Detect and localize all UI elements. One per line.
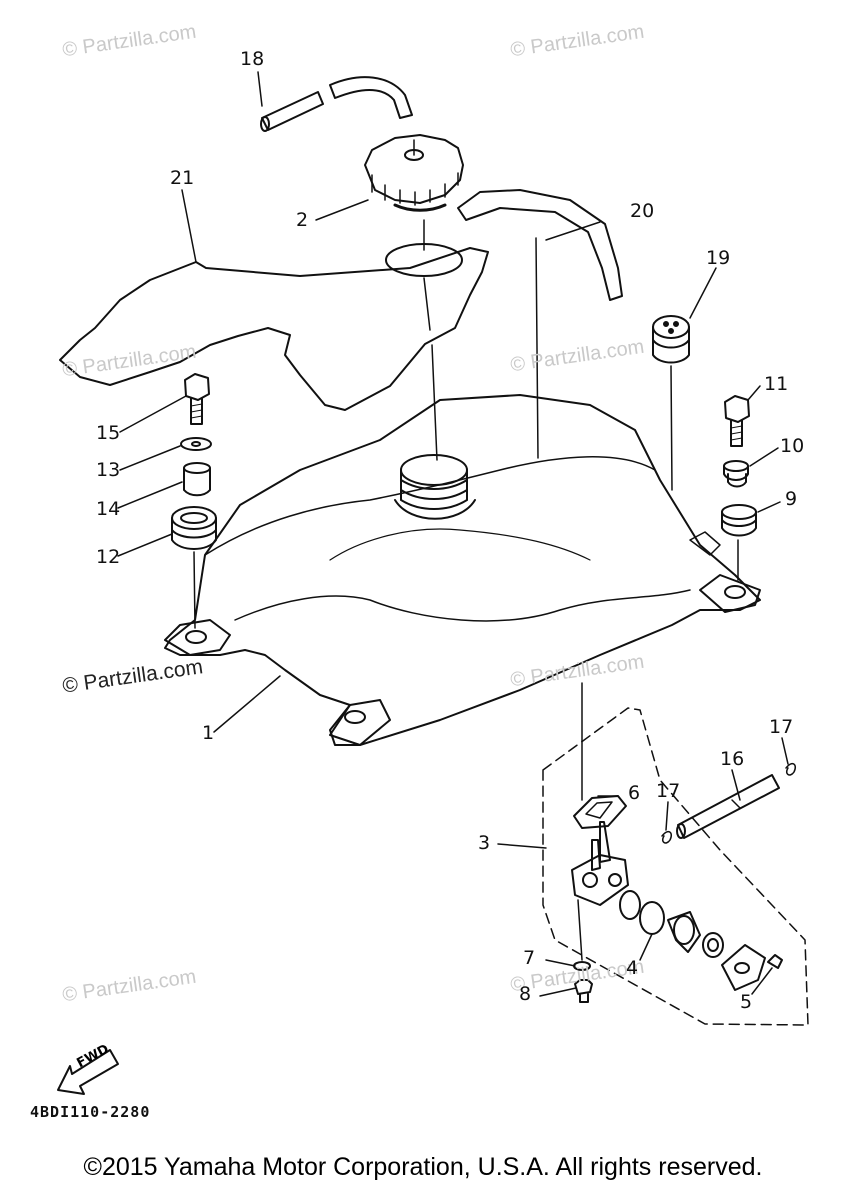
- leader-damper-19: [670, 365, 673, 491]
- fuel-tank-mount-right: [699, 574, 761, 613]
- fuel-cock-lever: [667, 911, 701, 953]
- breather-hose-part-18: [261, 91, 324, 131]
- fuel-cock-plate: [721, 944, 766, 991]
- callout-12: 12: [96, 546, 121, 568]
- copyright-notice: ©2015 Yamaha Motor Corporation, U.S.A. A…: [83, 1153, 763, 1181]
- callout-19: 19: [706, 247, 731, 269]
- fuel-tank-contour-front: [329, 528, 591, 561]
- callout-4: 4: [626, 957, 639, 979]
- callout-6: 6: [628, 782, 641, 804]
- breather-hose-bend: [329, 76, 413, 119]
- seal-part-21: [59, 247, 489, 411]
- damper-part-12: [171, 517, 217, 550]
- gasket-part-6: [573, 795, 627, 829]
- fuel-cock-pipe: [591, 821, 611, 871]
- damper-part-19-body: [652, 326, 690, 364]
- filler-neck-base: [394, 499, 476, 520]
- drain-screw-part-8: [574, 979, 593, 1003]
- callout-7: 7: [523, 947, 536, 969]
- o-ring-part-4: [639, 901, 665, 935]
- callout-17-a: 17: [656, 780, 681, 802]
- fuel-tank-mount-front: [329, 699, 391, 746]
- fuel-tank-mount-left-hole: [185, 630, 207, 644]
- damper-part-19-top: [652, 315, 690, 339]
- callout-21: 21: [170, 167, 195, 189]
- heat-shield-part-20: [457, 189, 623, 301]
- fuel-cock-dashed-outline: [542, 707, 809, 1026]
- leader-shield-to-tank: [535, 237, 539, 459]
- leader-damper-12: [193, 551, 196, 629]
- fuel-cap-part-2: [364, 134, 464, 204]
- callout-13: 13: [96, 459, 121, 481]
- fwd-arrow: [57, 1049, 119, 1095]
- filler-neck-rings: [400, 469, 468, 510]
- callout-10: 10: [780, 435, 805, 457]
- leader-lines: [117, 71, 789, 997]
- callout-20: 20: [630, 200, 655, 222]
- fuel-hose-part-16: [677, 774, 780, 839]
- callout-8: 8: [519, 983, 532, 1005]
- leader-cap-to-neck: [423, 219, 438, 461]
- collar-part-14: [183, 467, 211, 497]
- fuel-tank-contour-mid: [234, 589, 691, 622]
- callout-14: 14: [96, 498, 121, 520]
- fuel-cock-grommet: [619, 890, 641, 920]
- fuel-tank-mount-right-hole: [724, 585, 746, 599]
- hose-clip-part-17b: [785, 762, 797, 776]
- bolt-part-11: [724, 395, 750, 447]
- grommet-part-9: [721, 511, 757, 537]
- fuel-tank-side-tab: [689, 531, 721, 556]
- callout-18: 18: [240, 48, 265, 70]
- callout-9: 9: [785, 488, 798, 510]
- callout-15: 15: [96, 422, 121, 444]
- fuel-tank-mount-left: [164, 619, 231, 656]
- callout-5: 5: [740, 991, 753, 1013]
- fuel-cap-ribs: [371, 172, 459, 206]
- fuel-tank-mount-front-hole: [344, 710, 366, 724]
- callout-11: 11: [764, 373, 789, 395]
- washer-part-13: [180, 437, 212, 451]
- part-code: 4BDI110-2280: [30, 1103, 151, 1121]
- callout-3: 3: [478, 832, 491, 854]
- collar-part-10: [723, 465, 749, 488]
- callout-1: 1: [202, 722, 215, 744]
- filler-neck-top: [400, 454, 468, 486]
- fuel-cap-seal-ring: [393, 203, 447, 212]
- callout-2: 2: [296, 209, 309, 231]
- fuel-cock-seal: [702, 932, 724, 958]
- callout-17-b: 17: [769, 716, 794, 738]
- screw-part-5: [767, 954, 783, 969]
- fuel-tank-contour-upper: [204, 456, 656, 556]
- fuel-tank-body: [164, 394, 761, 746]
- hose-clip-part-17a: [661, 830, 673, 844]
- callout-16: 16: [720, 748, 745, 770]
